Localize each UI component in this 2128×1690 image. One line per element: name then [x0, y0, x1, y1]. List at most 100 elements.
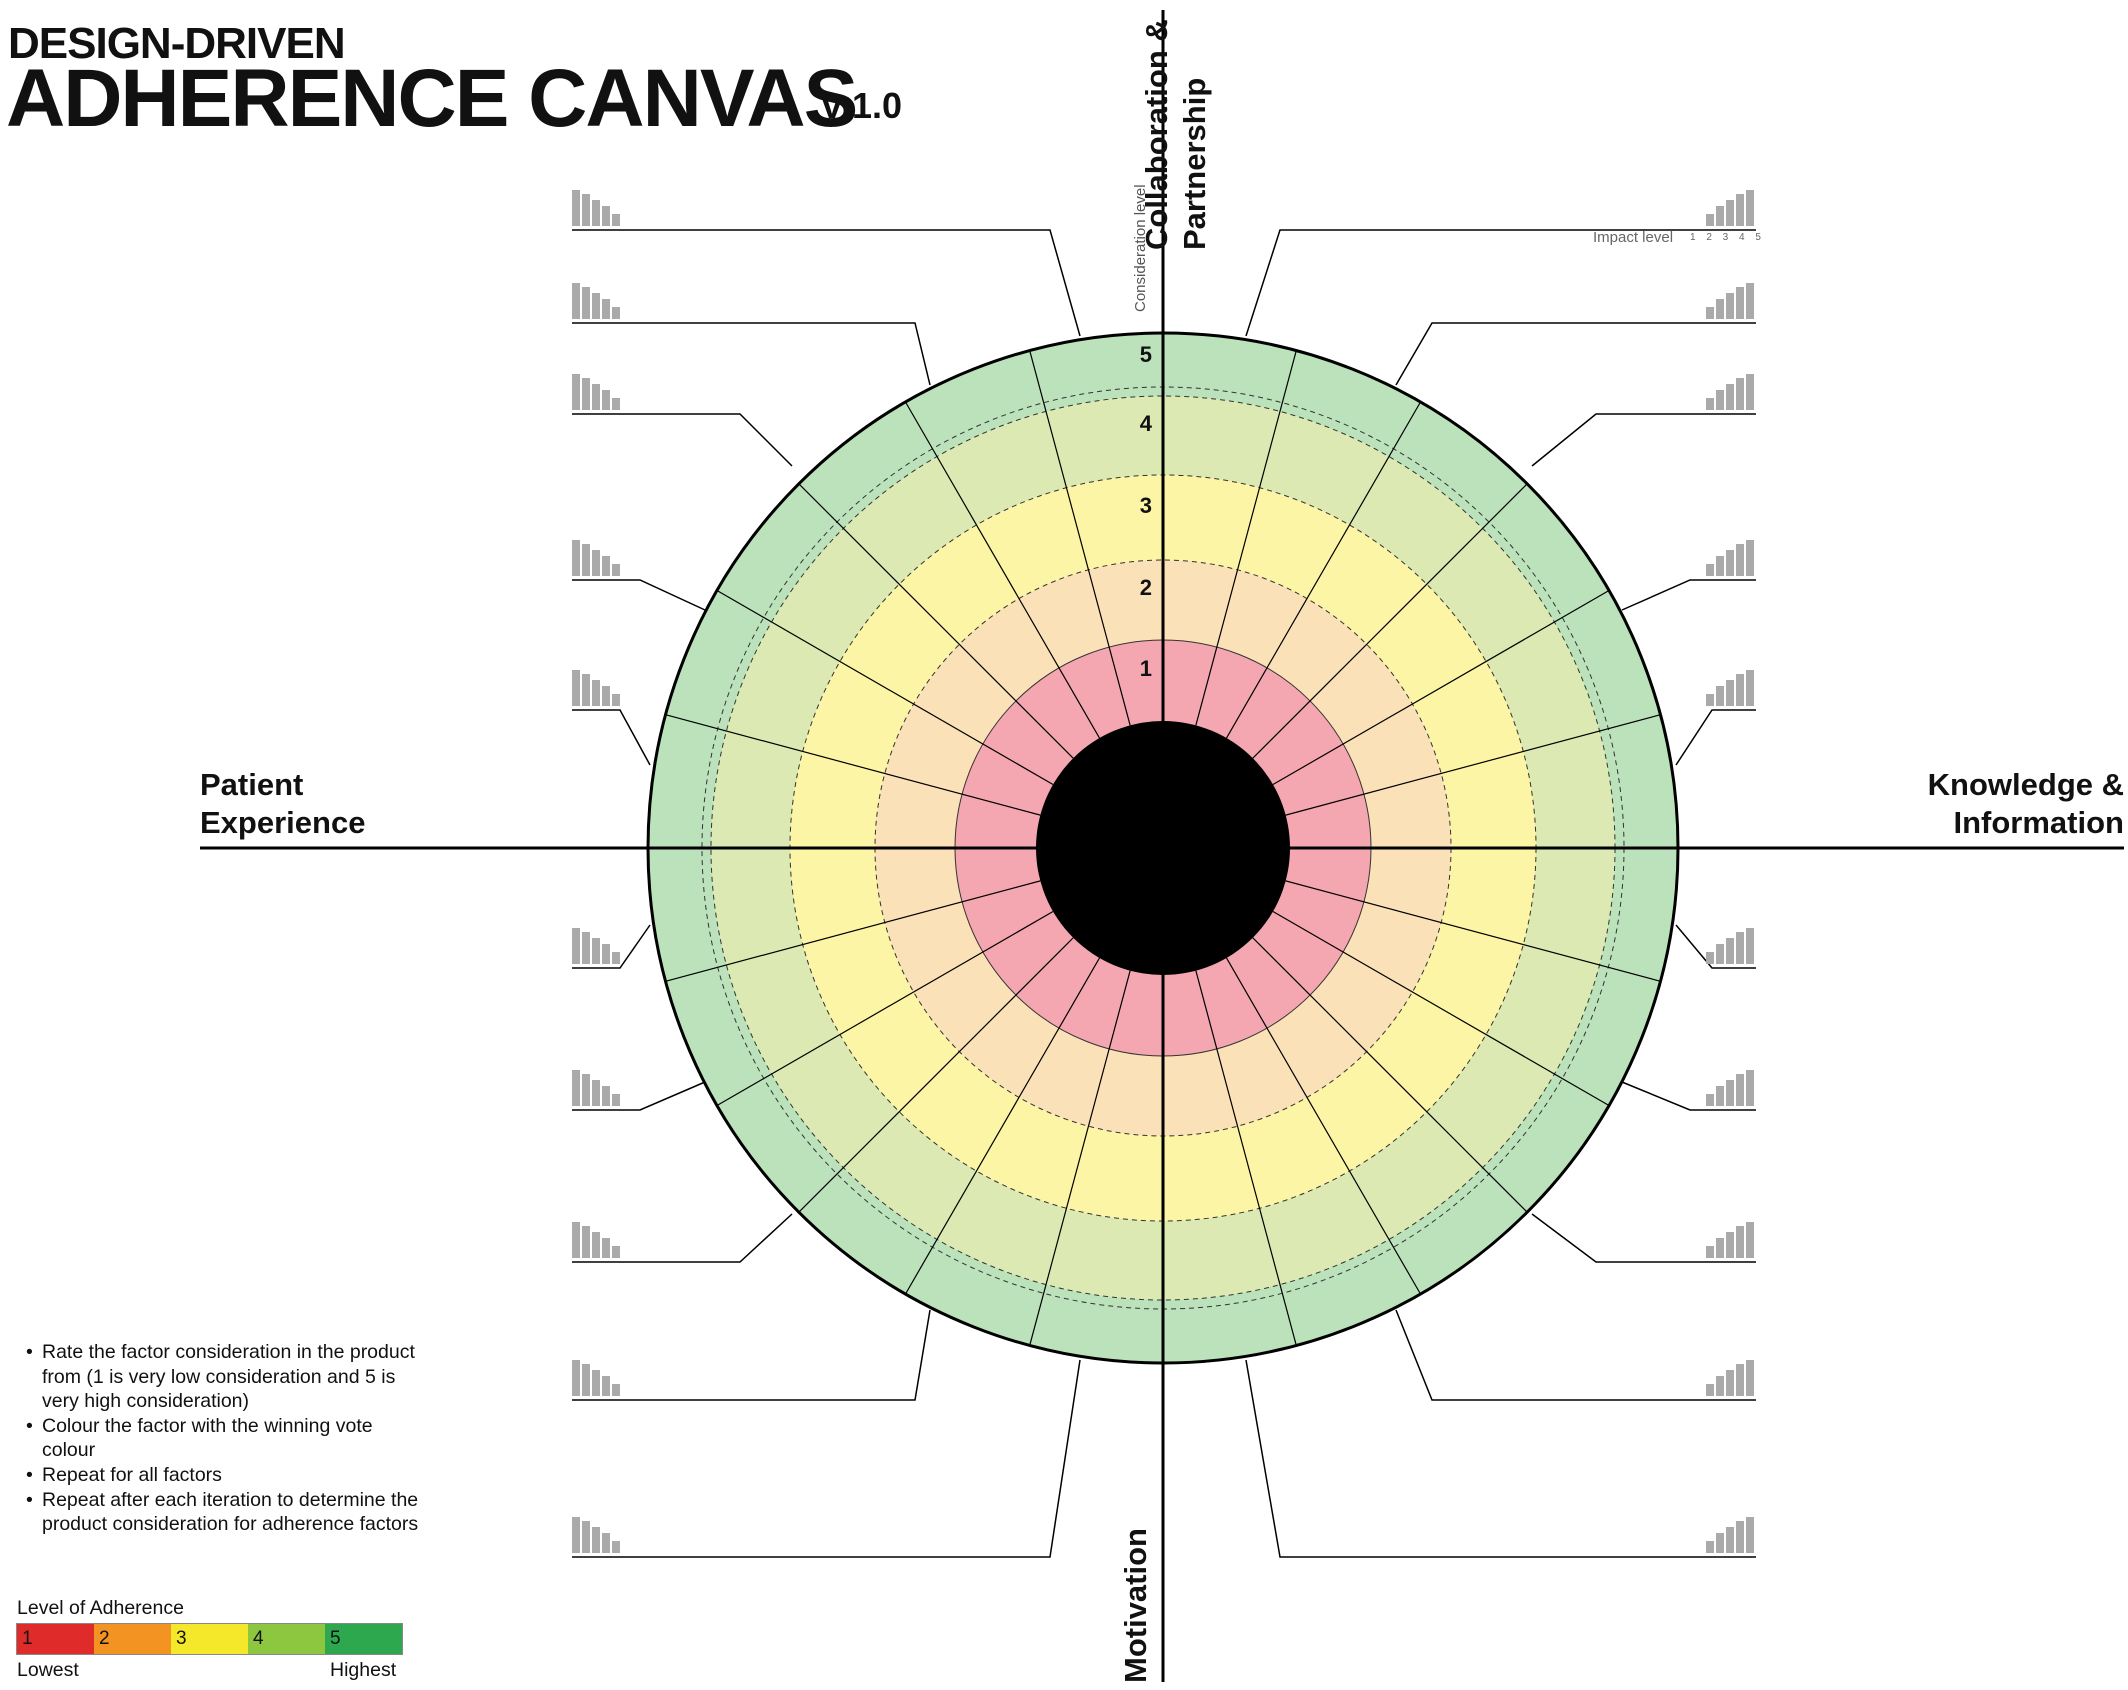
impact-bar — [1736, 287, 1744, 319]
impact-bar — [592, 1080, 600, 1106]
factor-leader-right — [1245, 1359, 1756, 1558]
ring-number: 2 — [1140, 575, 1152, 600]
ring-number: 4 — [1140, 411, 1153, 436]
impact-bar — [582, 1521, 590, 1553]
factor-spoke — [1285, 880, 1661, 982]
legend-level-2: 2 — [94, 1624, 171, 1654]
instruction-item: Rate the factor consideration in the pro… — [26, 1340, 428, 1414]
impact-bar — [592, 1232, 600, 1258]
factor-spoke — [1195, 970, 1297, 1346]
impact-bar — [612, 214, 620, 226]
impact-bar — [1746, 1517, 1754, 1553]
impact-bar — [1736, 378, 1744, 410]
legend-lowest: Lowest — [17, 1659, 79, 1681]
axis-right-line2: Information — [1953, 805, 2125, 840]
title-line1: DESIGN-DRIVEN — [8, 19, 346, 68]
factor-spoke — [665, 714, 1041, 816]
impact-bar — [1746, 540, 1754, 576]
factor-leader-right — [1675, 924, 1756, 969]
ring-number-labels: 1 2 3 4 5 — [1140, 342, 1153, 681]
impact-bar — [572, 1222, 580, 1258]
impact-bar — [1726, 384, 1734, 410]
instructions-list: Rate the factor consideration in the pro… — [14, 1340, 428, 1537]
impact-bar — [1746, 1360, 1754, 1396]
impact-bar — [1716, 1238, 1724, 1258]
impact-bar — [1716, 944, 1724, 964]
instruction-item: Repeat for all factors — [26, 1463, 428, 1488]
legend-highest: Highest — [330, 1659, 397, 1681]
impact-bar — [592, 200, 600, 226]
impact-bar — [1736, 1521, 1744, 1553]
impact-bar — [1746, 190, 1754, 226]
factor-spoke — [1225, 957, 1422, 1295]
impact-bar — [602, 1533, 610, 1553]
impact-bar — [1716, 1533, 1724, 1553]
impact-bar — [1706, 1246, 1714, 1258]
impact-bar — [1736, 1226, 1744, 1258]
impact-bar — [602, 1238, 610, 1258]
factor-leader-right — [1395, 1309, 1756, 1401]
impact-bar — [1716, 299, 1724, 319]
factor-leader-left — [572, 1309, 931, 1401]
impact-bar — [1726, 550, 1734, 576]
impact-bar — [592, 938, 600, 964]
impact-bar — [1746, 1070, 1754, 1106]
impact-bar — [1746, 670, 1754, 706]
factor-leader-right — [1675, 709, 1756, 766]
axis-right-line1: Knowledge & — [1927, 767, 2124, 802]
impact-bar — [582, 1074, 590, 1106]
impact-bar — [602, 206, 610, 226]
impact-bar — [572, 928, 580, 964]
adherence-legend-bar: 1 2 3 4 5 — [16, 1623, 403, 1655]
impact-bar — [1746, 283, 1754, 319]
impact-bar — [1706, 1094, 1714, 1106]
impact-bar — [612, 1094, 620, 1106]
impact-bar — [1716, 1086, 1724, 1106]
ring-number: 1 — [1140, 656, 1152, 681]
impact-bar — [1736, 194, 1744, 226]
factor-leader-left — [572, 1081, 706, 1111]
impact-bar — [572, 1360, 580, 1396]
axis-label-patient-experience: Patient Experience — [200, 766, 365, 842]
factor-leader-left — [572, 924, 651, 969]
impact-level-numbers: 1 2 3 4 5 — [1690, 232, 1765, 243]
factor-leader-left — [572, 1359, 1081, 1558]
ring-number: 3 — [1140, 493, 1152, 518]
instruction-item: Repeat after each iteration to determine… — [26, 1488, 428, 1537]
impact-bar — [582, 544, 590, 576]
factor-leader-right — [1621, 579, 1756, 611]
impact-bar — [1746, 1222, 1754, 1258]
impact-bar — [582, 194, 590, 226]
factor-leader-left — [572, 709, 651, 766]
impact-bar — [1706, 398, 1714, 410]
impact-bar — [602, 299, 610, 319]
impact-bar — [1746, 928, 1754, 964]
impact-bar — [1706, 1384, 1714, 1396]
impact-bar — [1736, 932, 1744, 964]
factor-spoke — [716, 910, 1054, 1107]
impact-bar — [1726, 1080, 1734, 1106]
factor-leader-left — [572, 413, 793, 467]
impact-bar — [572, 670, 580, 706]
impact-bar — [612, 307, 620, 319]
axis-lines — [200, 10, 2124, 1682]
ring-number: 5 — [1140, 342, 1152, 367]
impact-bar — [1706, 214, 1714, 226]
legend-level-4: 4 — [248, 1624, 325, 1654]
impact-bar — [582, 1364, 590, 1396]
factor-spoke — [1029, 350, 1131, 726]
factor-leader-lines — [572, 229, 1756, 1558]
impact-bar — [1736, 674, 1744, 706]
axis-label-collaboration: Collaboration & Partnership — [1139, 19, 1212, 250]
impact-bar — [602, 1086, 610, 1106]
impact-bar — [592, 1370, 600, 1396]
impact-bar — [1726, 1527, 1734, 1553]
impact-bar — [1726, 200, 1734, 226]
impact-bar — [602, 1376, 610, 1396]
impact-bar — [1746, 374, 1754, 410]
factor-spoke — [1272, 589, 1610, 786]
impact-bar — [1726, 1232, 1734, 1258]
factor-spoke — [1252, 483, 1528, 759]
title-version: v 1.0 — [822, 85, 903, 126]
